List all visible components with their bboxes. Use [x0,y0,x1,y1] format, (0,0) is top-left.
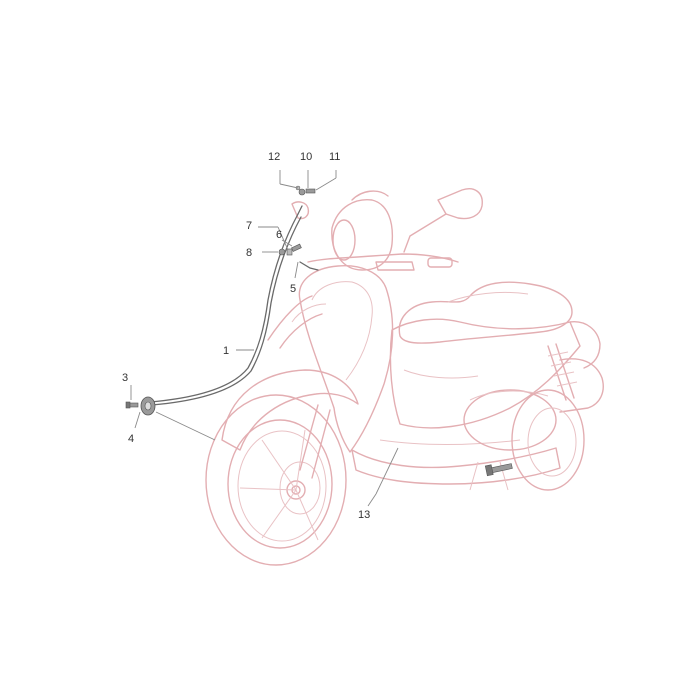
screw-6 [291,243,302,252]
exhaust [559,358,604,413]
front-wheel-rim [227,419,333,549]
headlight-cowl [331,199,394,271]
floorboard [351,447,561,485]
speedometer-cable [149,213,299,403]
cable-parts [125,185,513,477]
cable-upper-end [297,205,303,215]
callout-12: 12 [268,151,280,163]
fastener-cluster-10-11-12 [295,185,316,196]
bolt-13 [484,463,513,477]
engine-casing [463,389,557,451]
screw-3 [125,401,139,409]
nut-8 [278,248,286,256]
callout-11: 11 [329,151,340,163]
side-panel [389,318,581,429]
seat [398,281,573,344]
mirror-right [437,188,483,220]
callout-5: 5 [290,283,296,295]
leader-lines [130,170,399,507]
front-fender [221,369,359,451]
callout-labels: 1 3 4 5 6 7 8 10 11 12 13 [122,151,370,521]
front-shield [298,265,394,453]
callout-1: 1 [223,345,229,357]
front-wheel-tyre [205,394,347,566]
headlight [332,219,356,261]
clamp-7 [286,248,293,256]
handlebar [307,253,459,263]
callout-4: 4 [128,433,134,445]
callout-3: 3 [122,372,128,384]
mirror-left [291,201,310,220]
callout-6: 6 [276,229,282,241]
callout-10: 10 [300,151,312,163]
callout-8: 8 [246,247,252,259]
callout-7: 7 [246,220,252,232]
rear-wheel [511,389,585,491]
scooter-outline [205,188,604,566]
callout-13: 13 [358,509,370,521]
